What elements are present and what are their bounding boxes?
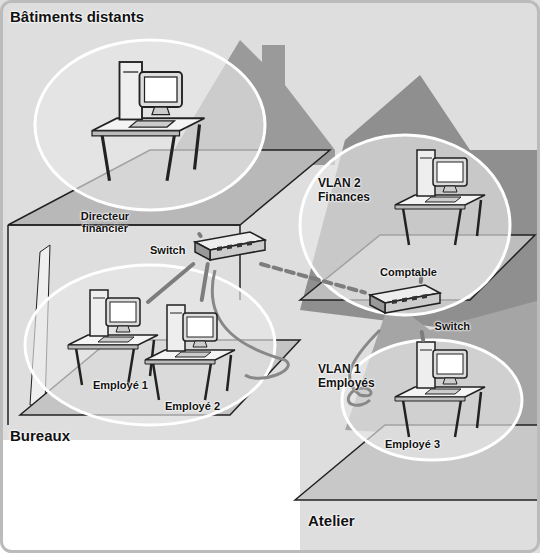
switch-node: Switch <box>150 236 270 264</box>
switch-node: Switch <box>365 282 470 332</box>
computer-node: Comptable <box>380 145 480 278</box>
network-cable <box>261 264 365 293</box>
network-cable <box>148 264 193 302</box>
network-cable <box>199 234 200 236</box>
building-label: Bureaux <box>10 427 130 444</box>
building-label: Bâtiments distants <box>10 8 210 25</box>
node-label: Switch <box>435 320 470 332</box>
node-label: Employé 1 <box>93 379 148 391</box>
computer-node: Employé 1 <box>62 285 148 391</box>
node-label: Comptable <box>380 266 437 278</box>
building-label: Atelier <box>308 512 428 529</box>
vlan-label: VLAN 1 Employés <box>318 362 382 390</box>
node-label: Switch <box>150 244 185 256</box>
network-cable <box>422 332 423 340</box>
network-cable <box>419 278 424 282</box>
node-label: Directeur financier <box>70 210 140 234</box>
computer-node: Employé 2 <box>150 300 235 412</box>
computer-node: Directeur financier <box>70 50 205 234</box>
node-label: Employé 3 <box>385 438 440 450</box>
node-label: Employé 2 <box>165 400 220 412</box>
computer-node: Employé 3 <box>385 340 480 450</box>
network-cable <box>202 264 208 300</box>
vlan-label: VLAN 2 Finances <box>318 176 382 204</box>
